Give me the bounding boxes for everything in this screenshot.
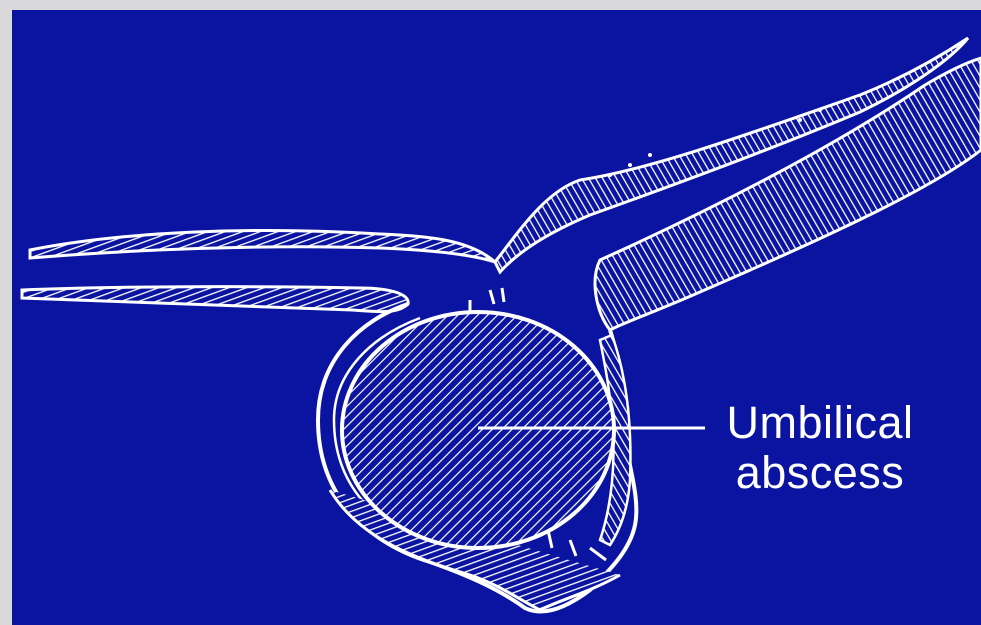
sac-nub: [548, 530, 606, 560]
callout-line-2: abscess: [700, 448, 940, 498]
callout-line-1: Umbilical: [700, 398, 940, 448]
right-lower-layer: [595, 58, 981, 330]
left-upper-skin-layer: [30, 231, 495, 262]
callout-label: Umbilical abscess: [700, 398, 940, 498]
abscess-core: [342, 312, 614, 548]
left-lower-layer: [22, 287, 408, 312]
